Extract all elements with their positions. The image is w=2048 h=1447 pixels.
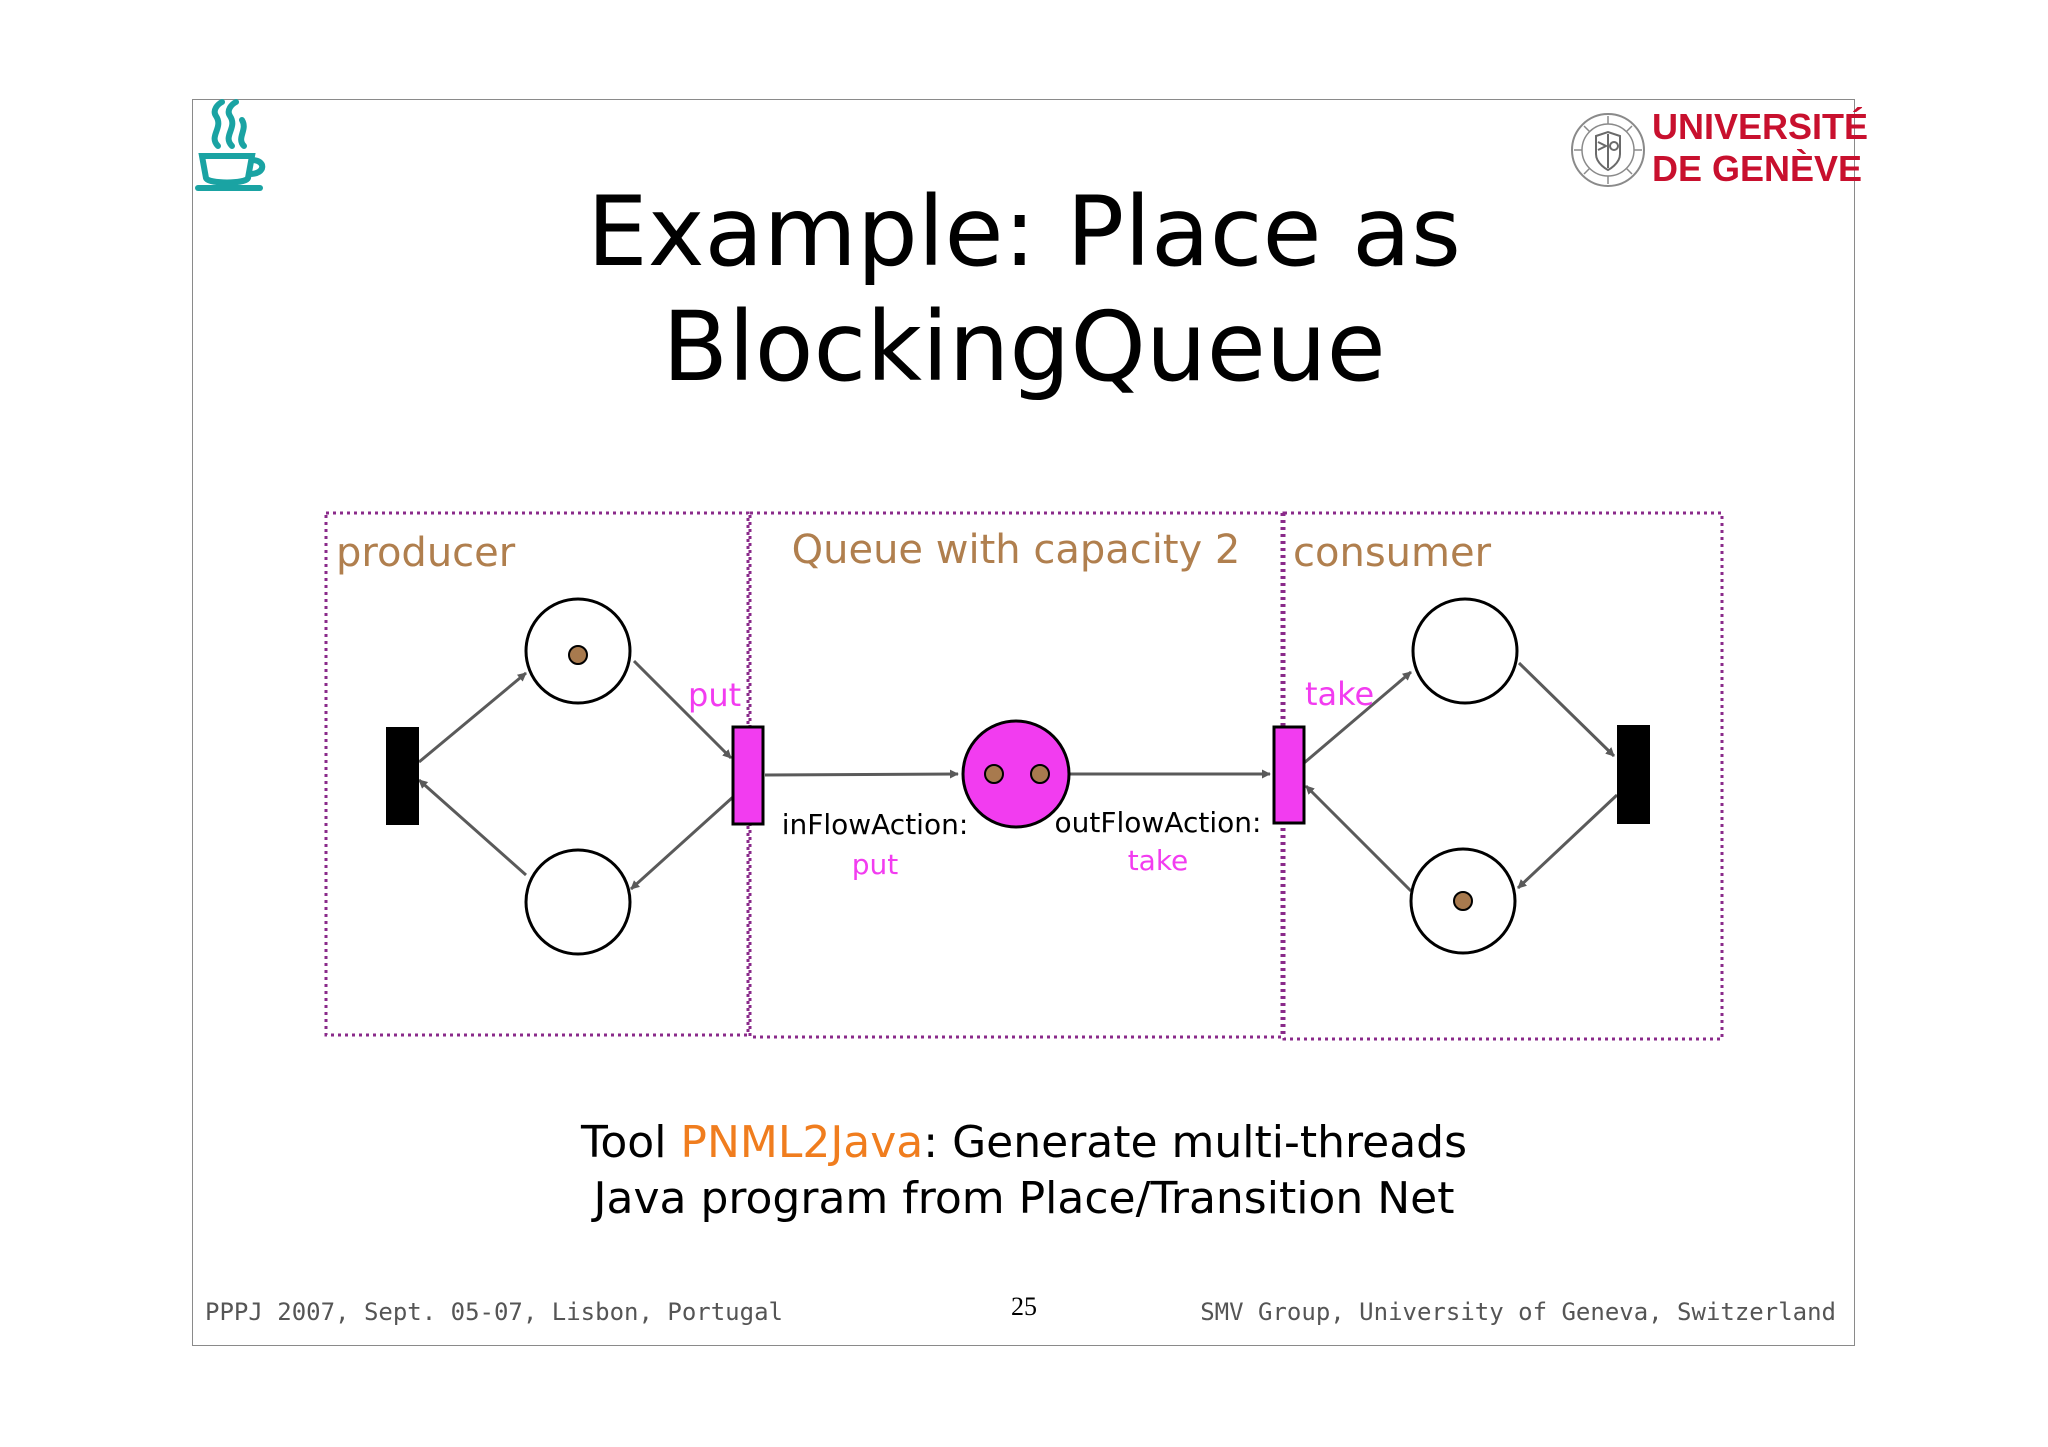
in-flow-action-value: put: [852, 848, 899, 881]
token: [568, 645, 588, 665]
token: [1030, 764, 1050, 784]
university-name: UNIVERSITÉ DE GENÈVE: [1652, 106, 1868, 190]
arc-prod-to-top: [418, 671, 527, 764]
slide-caption: Tool PNML2Java: Generate multi-threads J…: [0, 1115, 2048, 1227]
footer-group: SMV Group, University of Geneva, Switzer…: [1200, 1298, 1836, 1326]
out-flow-action-value: take: [1128, 844, 1189, 877]
arc-top-to-cons: [1517, 661, 1616, 758]
arc-put-to-queue: [764, 769, 959, 779]
footer-conference: PPPJ 2007, Sept. 05-07, Lisbon, Portugal: [205, 1298, 783, 1326]
producer-transition: [386, 727, 419, 825]
consumer-transition: [1617, 725, 1650, 824]
caption-line1: Tool PNML2Java: Generate multi-threads: [0, 1115, 2048, 1171]
university-name-line2: DE GENÈVE: [1652, 148, 1863, 189]
in-flow-action-label: inFlowAction:: [782, 808, 969, 841]
arc-take-to-top: [1303, 670, 1412, 765]
token: [1453, 891, 1473, 911]
out-flow-action-label: outFlowAction:: [1055, 806, 1262, 839]
coffee-cup-icon: [195, 99, 266, 191]
university-seal-icon: [1571, 113, 1645, 187]
page-number: 25: [1011, 1292, 1037, 1321]
arc-cons-to-bottom: [1516, 793, 1619, 890]
put-label: put: [688, 676, 741, 714]
university-name-line1: UNIVERSITÉ: [1652, 106, 1869, 147]
token: [984, 764, 1004, 784]
tool-name: PNML2Java: [680, 1117, 924, 1168]
take-label: take: [1305, 675, 1374, 713]
caption-post: : Generate multi-threads: [923, 1117, 1468, 1168]
slide-title-line2: BlockingQueue: [662, 291, 1386, 403]
arc-put-to-bottom: [629, 795, 735, 891]
caption-pre: Tool: [580, 1117, 681, 1168]
put-transition: [731, 725, 765, 826]
slide-title-line1: Example: Place as: [587, 176, 1461, 288]
caption-line2: Java program from Place/Transition Net: [593, 1173, 1455, 1224]
consumer-label: consumer: [1293, 530, 1492, 576]
take-transition: [1272, 725, 1306, 825]
queue-label: Queue with capacity 2: [792, 527, 1241, 573]
arc-bottom-to-take: [1304, 784, 1413, 893]
arc-bottom-to-prod: [418, 778, 527, 877]
consumer-top-place: [1411, 597, 1519, 705]
consumer-region: [1282, 511, 1724, 1041]
producer-bottom-place: [524, 848, 632, 956]
arc-top-to-put: [632, 659, 733, 760]
queue-place: [961, 719, 1071, 829]
producer-label: producer: [336, 530, 516, 576]
producer-region: [324, 511, 750, 1037]
